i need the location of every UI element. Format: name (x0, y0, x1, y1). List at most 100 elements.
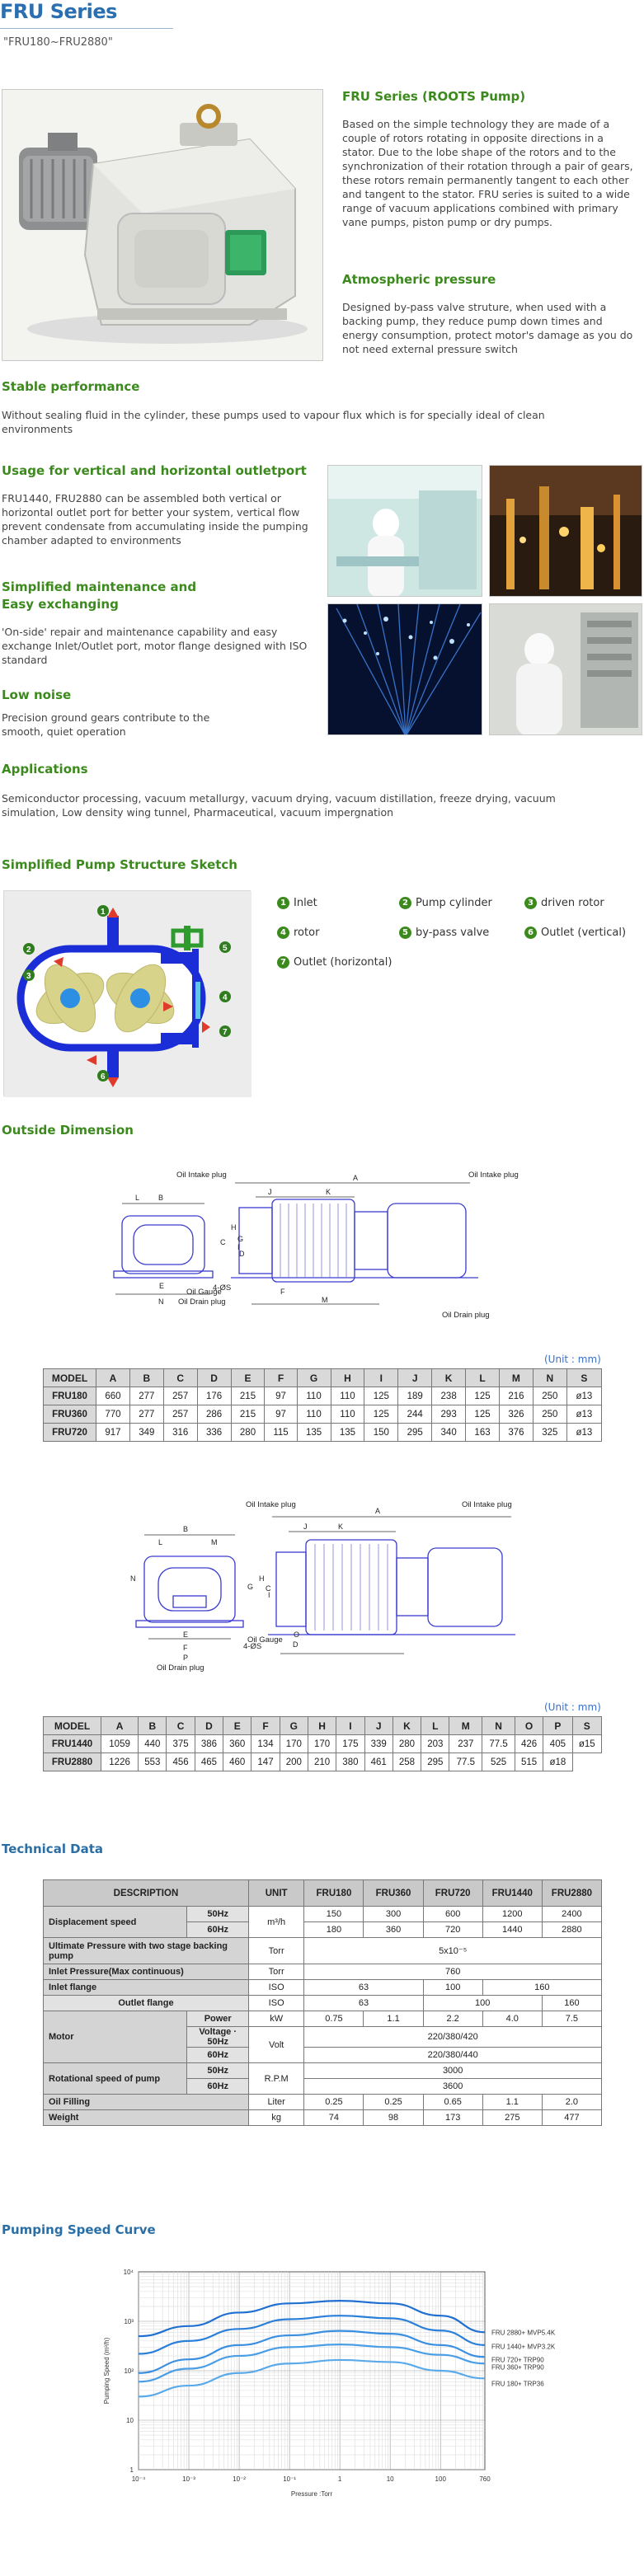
value-cell: 275 (482, 2109, 543, 2126)
column-header: B (129, 1368, 164, 1387)
column-header: MODEL (43, 1368, 96, 1387)
row-label: Weight (43, 2109, 249, 2126)
value-cell: 376 (498, 1423, 534, 1442)
column-header: MODEL (43, 1716, 101, 1735)
series-label: FRU 360+ TRP90 (491, 2364, 544, 2372)
svg-text:I: I (237, 1243, 240, 1251)
atmos-text: Designed by-pass valve struture, when us… (342, 301, 633, 355)
value-cell: 237 (449, 1734, 483, 1753)
legend-number: 6 (524, 927, 537, 939)
svg-text:D: D (239, 1250, 245, 1258)
svg-text:6: 6 (101, 1072, 106, 1082)
legend-label: Outlet (horizontal) (294, 956, 393, 969)
unit-cell: ISO (247, 1995, 305, 2011)
model-cell: FRU180 (43, 1387, 96, 1405)
value-cell: 97 (264, 1405, 298, 1424)
lab-worker-photo (489, 603, 642, 735)
value-cell: 1440 (482, 1921, 543, 1938)
value-cell: 258 (392, 1753, 422, 1771)
value-cell: 525 (482, 1753, 515, 1771)
value-cell: 316 (162, 1423, 198, 1442)
column-header: K (431, 1368, 467, 1387)
pump-product-image (2, 89, 323, 361)
value-cell: 2.0 (541, 2094, 603, 2110)
apps-text: Semiconductor processing, vacuum metallu… (2, 792, 556, 819)
value-cell: 100 (422, 1979, 483, 1996)
value-cell: 175 (336, 1734, 365, 1753)
svg-text:J: J (303, 1523, 308, 1531)
value-cell: 1.1 (363, 2011, 424, 2027)
value-cell: 63 (303, 1995, 424, 2011)
value-cell: 257 (162, 1405, 198, 1424)
value-cell: 277 (129, 1387, 164, 1405)
table-row: Inlet flange ISO 63 100 160 (43, 1979, 603, 1996)
legend-label: driven rotor (541, 897, 604, 909)
title-divider (0, 28, 173, 29)
column-header: J (364, 1716, 393, 1735)
oil-intake-label-4: Oil Intake plug (462, 1500, 512, 1509)
value-cell: 360 (223, 1734, 252, 1753)
svg-text:H: H (231, 1223, 237, 1232)
hz-label: 50Hz (207, 2037, 229, 2047)
unit-cell: Volt (247, 2026, 305, 2063)
series-line (138, 2300, 486, 2338)
fiber-optic-photo (327, 603, 482, 735)
x-tick-label: 10⁻² (233, 2475, 246, 2483)
value-cell: 360 (363, 1921, 424, 1938)
oil-gauge-label-2: Oil Gauge (247, 1635, 283, 1645)
cleanroom-photo (327, 465, 482, 597)
value-cell: 0.75 (303, 2011, 364, 2027)
value-cell: 4.0 (482, 2011, 543, 2027)
y-tick-label: 10³ (124, 2318, 134, 2325)
value-cell: 0.65 (422, 2094, 483, 2110)
unit-cell: kW (247, 2011, 305, 2027)
value-cell: 3000 (303, 2062, 602, 2079)
column-header: K (392, 1716, 422, 1735)
legend-number: 2 (399, 897, 411, 909)
value-cell: 210 (307, 1753, 337, 1771)
value-cell: 340 (431, 1423, 467, 1442)
column-header: D (194, 1716, 224, 1735)
value-cell: 2.2 (422, 2011, 483, 2027)
value-cell: 3600 (303, 2078, 602, 2095)
svg-text:O: O (294, 1631, 299, 1639)
technical-heading: Technical Data (2, 1842, 104, 1856)
value-cell: 720 (422, 1921, 483, 1938)
apps-heading: Applications (2, 762, 88, 777)
usage-text: FRU1440, FRU2880 can be assembled both v… (2, 492, 308, 547)
y-tick-label: 10⁴ (124, 2269, 134, 2276)
unit-cell: ISO (247, 1979, 305, 1996)
value-cell: 2880 (541, 1921, 603, 1938)
legend-item-inlet: 1 Inlet (277, 897, 317, 909)
intro-heading: FRU Series (ROOTS Pump) (342, 89, 526, 104)
svg-text:G: G (237, 1235, 243, 1243)
x-tick-label: 100 (435, 2475, 447, 2483)
svg-text:G: G (247, 1583, 253, 1591)
sub-label: 60Hz (186, 2047, 249, 2063)
sketch-heading: Simplified Pump Structure Sketch (2, 857, 237, 872)
series-label: FRU 1440+ MVP3.2K (491, 2343, 556, 2350)
column-header: L (421, 1716, 450, 1735)
value-cell: 160 (541, 1995, 603, 2011)
value-cell: 280 (392, 1734, 422, 1753)
value-cell: 176 (196, 1387, 232, 1405)
x-tick-label: 10⁻¹ (283, 2475, 296, 2483)
svg-text:L: L (135, 1194, 139, 1202)
column-header: A (96, 1368, 130, 1387)
y-axis-label: Pumping Speed (m³/h) (103, 2337, 110, 2404)
x-tick-label: 10⁻³ (182, 2475, 195, 2483)
value-cell: 405 (543, 1734, 573, 1753)
unit-cell: Torr (247, 1964, 305, 1980)
value-cell: 477 (541, 2109, 603, 2126)
column-header: S (566, 1368, 603, 1387)
column-header: J (397, 1368, 433, 1387)
legend-number: 4 (277, 927, 289, 939)
oil-drain-label-1: Oil Drain plug (178, 1297, 226, 1307)
svg-text:B: B (183, 1525, 188, 1533)
series-label: FRU 720+ TRP90 (491, 2356, 544, 2363)
